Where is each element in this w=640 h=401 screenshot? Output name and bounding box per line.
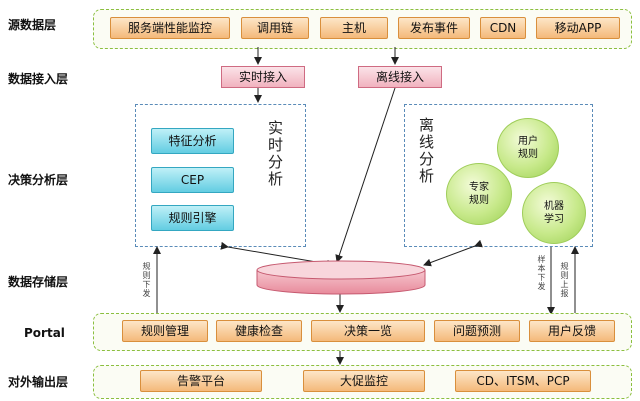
- rule-push-label: 规则下发: [142, 262, 151, 298]
- output-item-alert-platform: 告警平台: [140, 370, 262, 392]
- portal-item-health-check: 健康检查: [216, 320, 302, 342]
- layer-label-storage: 数据存储层: [8, 275, 69, 289]
- layer-label-decision: 决策分析层: [8, 173, 69, 187]
- offline-to-storage-arrow: [335, 87, 396, 263]
- rule-up-label: 规则上报: [560, 262, 569, 298]
- portal-item-user-feedback: 用户反馈: [529, 320, 615, 342]
- user-rules-circle: 用户 规则: [497, 118, 559, 178]
- offline-ingest-box: 离线接入: [358, 66, 442, 88]
- realtime-panel-title: 实时分析: [266, 120, 284, 188]
- source-item-mobile-app: 移动APP: [536, 17, 620, 39]
- source-item-perf-monitor: 服务端性能监控: [110, 17, 230, 39]
- rule-engine-box: 规则引擎: [151, 205, 234, 231]
- source-item-cdn: CDN: [480, 17, 526, 39]
- expert-rules-circle: 专家 规则: [446, 163, 512, 225]
- source-item-host: 主机: [320, 17, 388, 39]
- output-item-cd-itsm-pcp: CD、ITSM、PCP: [455, 370, 591, 392]
- source-item-call-chain: 调用链: [241, 17, 309, 39]
- machine-learning-circle: 机器 学习: [522, 182, 586, 244]
- offline-storage-arrow: [423, 239, 483, 267]
- portal-item-decision-overview: 决策一览: [311, 320, 425, 342]
- layer-label-portal: Portal: [24, 326, 65, 340]
- cep-box: CEP: [151, 167, 234, 193]
- layer-label-ingest: 数据接入层: [8, 72, 69, 86]
- feature-analysis-box: 特征分析: [151, 128, 234, 154]
- storage-cylinder: [256, 260, 426, 295]
- portal-item-problem-forecast: 问题预测: [434, 320, 520, 342]
- output-item-promo-monitor: 大促监控: [303, 370, 425, 392]
- offline-panel-title: 离线分析: [417, 117, 435, 185]
- source-item-release: 发布事件: [398, 17, 470, 39]
- layer-label-source: 源数据层: [8, 18, 57, 32]
- sample-down-label: 样本下发: [537, 255, 546, 291]
- layer-label-output: 对外输出层: [8, 375, 69, 389]
- realtime-ingest-box: 实时接入: [221, 66, 305, 88]
- portal-item-rule-mgmt: 规则管理: [122, 320, 208, 342]
